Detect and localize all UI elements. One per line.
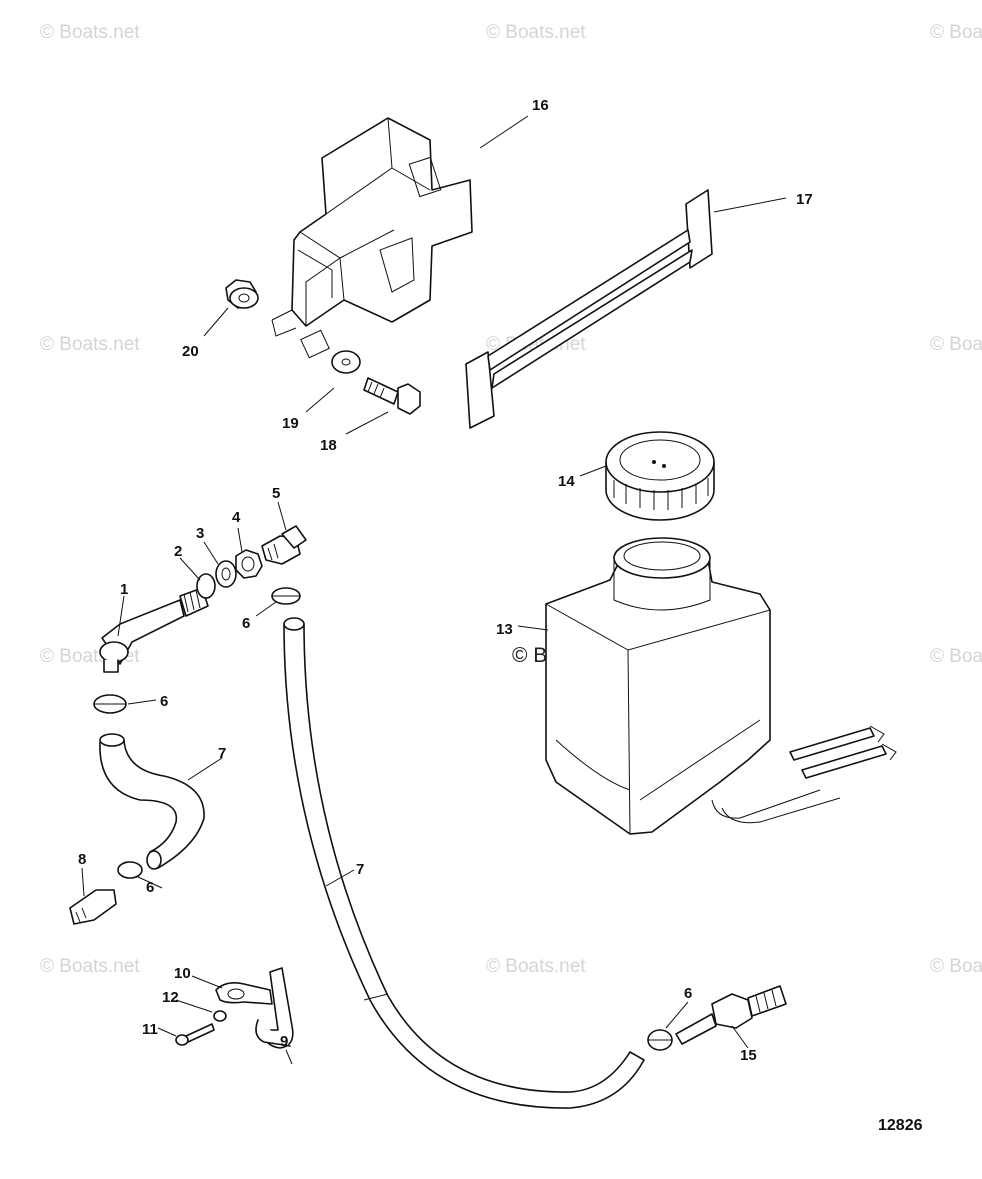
fitting-15 [675,985,787,1045]
watermark: © Boats.net [40,22,140,43]
callout-4: 4 [232,509,241,526]
callout-2: 2 [174,543,182,560]
callout-18: 18 [320,437,337,454]
callout-6: 6 [242,615,250,632]
watermark: © Boats.net [486,22,586,43]
watermark: © Boats.net [40,956,140,977]
watermark: © Boats.net [486,956,586,977]
callout-19: 19 [282,415,299,432]
washer-19 [331,350,361,374]
tank-13 [545,537,897,835]
callout-3: 3 [196,525,204,542]
clip-9 [255,967,294,1049]
clamp-6-top [271,587,301,605]
callout-15: 15 [740,1047,757,1064]
drawing-number: 12826 [878,1117,923,1134]
cap-14 [605,431,715,521]
callout-16: 16 [532,97,549,114]
callout-13: 13 [496,621,513,638]
watermark-layer: © Boats.net © Boats.net © Boats.net © Bo… [40,22,982,977]
fitting-5 [261,525,307,565]
washer-3 [215,560,237,588]
nut-4 [235,549,263,579]
fitting-8 [69,889,117,925]
callout-6: 6 [146,879,154,896]
callout-6: 6 [684,985,692,1002]
bracket-16 [271,117,473,359]
watermark: © Boats.net [930,646,982,667]
watermark: © Boats.net [930,22,982,43]
washer-12 [213,1010,227,1022]
hose-7-short [99,733,205,870]
leader-lines [81,115,787,1065]
callout-1: 1 [120,581,128,598]
clamp-6-lower [117,861,143,879]
clip-10 [215,982,273,1005]
elbow-fitting-1 [99,587,209,673]
screw-11 [175,1023,215,1046]
watermark: © Boats.net [40,334,140,355]
clamp-6-left [93,694,127,714]
callout-7: 7 [218,745,226,762]
watermark: © Boats.net [930,334,982,355]
callout-5: 5 [272,485,280,502]
hose-7-long [283,617,645,1109]
callout-7: 7 [356,861,364,878]
bolt-18 [363,377,421,415]
strap-17 [465,189,713,429]
callout-11: 11 [142,1021,158,1038]
callout-14: 14 [558,473,575,490]
clamp-6-right [647,1029,673,1051]
callout-17: 17 [796,191,813,208]
callout-20: 20 [182,343,199,360]
o-ring-2 [196,573,216,599]
callouts: 16 17 20 19 18 14 13 1 2 3 4 5 6 6 7 8 6… [78,97,813,1064]
nut-20 [225,279,259,309]
callout-6: 6 [160,693,168,710]
callout-8: 8 [78,851,86,868]
callout-9: 9 [280,1033,288,1050]
watermark: © Boats.net [930,956,982,977]
callout-10: 10 [174,965,191,982]
callout-12: 12 [162,989,179,1006]
